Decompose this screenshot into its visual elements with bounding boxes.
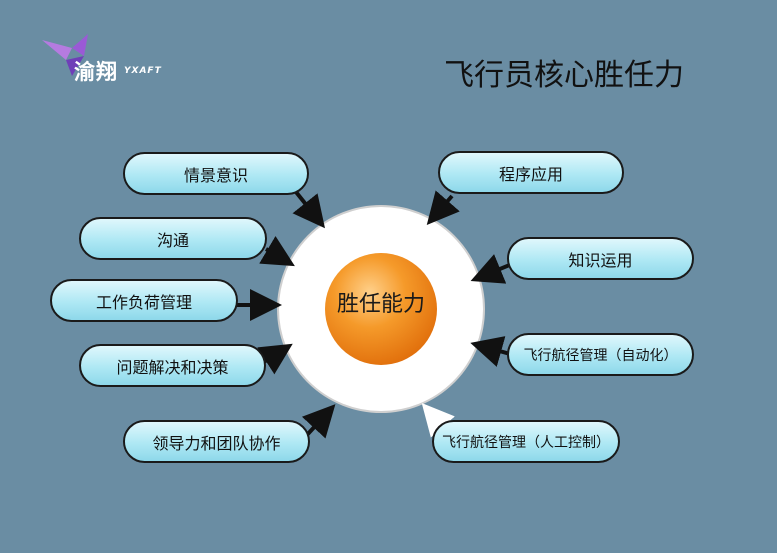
arrow-situational-awareness [292, 190, 325, 229]
center-orb [325, 253, 437, 365]
slide-title: 飞行员核心胜任力 [444, 58, 684, 93]
node-knowledge: 知识运用 [507, 237, 694, 280]
node-situational-awareness: 情景意识 [123, 152, 309, 195]
node-communication: 沟通 [79, 217, 267, 260]
logo-subtext: YXAFT [124, 66, 162, 76]
arrow-automation [470, 336, 511, 367]
arrow-procedures [426, 190, 460, 226]
logo-name: 渝翔 [74, 60, 118, 84]
node-workload-management: 工作负荷管理 [50, 279, 238, 322]
arrow-decision [257, 343, 293, 375]
node-leadership-teamwork: 领导力和团队协作 [123, 420, 310, 463]
node-problem-solving-decision: 问题解决和决策 [79, 344, 266, 387]
arrow-leadership [301, 404, 336, 439]
arrow-communication [259, 236, 295, 267]
arrow-knowledge [470, 254, 513, 284]
node-procedures: 程序应用 [438, 151, 624, 194]
center-label: 胜任能力 [336, 292, 425, 317]
node-flight-path-manual: 飞行航径管理（人工控制） [432, 420, 620, 463]
logo-bird-icon [42, 34, 88, 76]
node-flight-path-automation: 飞行航径管理（自动化） [507, 333, 694, 376]
arrow-manual [421, 403, 455, 438]
